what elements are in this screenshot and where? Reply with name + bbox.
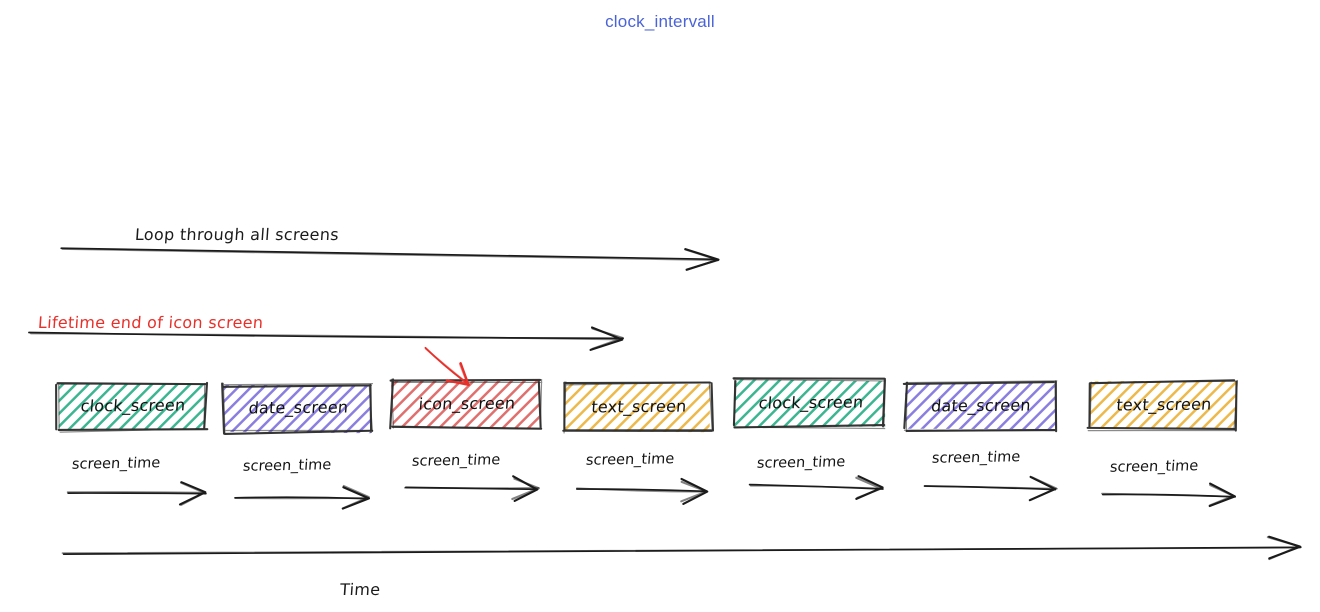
screen-box[interactable] — [55, 381, 209, 433]
time-axis-label: Time — [339, 580, 382, 599]
screen-time-label: screen_time — [1109, 458, 1199, 476]
screen-box[interactable] — [562, 381, 715, 434]
screen-box[interactable] — [732, 377, 887, 430]
screen-time-arrow — [403, 475, 540, 502]
screen-box-label: date_screen — [247, 396, 350, 418]
time-axis-arrow — [61, 535, 1302, 561]
screen-time-label: screen_time — [931, 449, 1021, 467]
screen-time-label: screen_time — [71, 455, 161, 473]
screen-box-label: icon_screen — [417, 392, 517, 414]
screen-box[interactable] — [221, 382, 374, 436]
page-title: clock_intervall — [605, 12, 715, 31]
arrows-group — [28, 247, 1302, 561]
screen-time-arrow — [748, 475, 884, 500]
screen-time-arrow — [1101, 482, 1237, 508]
screen-time-arrow — [923, 475, 1058, 502]
loop-annotation-label: Loop through all screens — [134, 225, 340, 244]
screen-time-label: screen_time — [585, 451, 675, 469]
icon-screen-pointer-arrow — [424, 346, 470, 387]
screen-time-arrow — [234, 484, 371, 510]
screen-box-label: text_screen — [590, 396, 688, 416]
lifetime-annotation-label: Lifetime end of icon screen — [37, 313, 265, 332]
screen-box-label: text_screen — [1115, 394, 1213, 414]
screen-time-label: screen_time — [242, 457, 332, 475]
screen-box[interactable] — [1086, 379, 1239, 432]
screen-box-label: clock_screen — [757, 391, 865, 413]
screen-box-label: date_screen — [930, 394, 1032, 416]
screen-time-arrow — [575, 477, 709, 505]
screen-box-label: clock_screen — [79, 394, 187, 416]
screen-time-label: screen_time — [756, 454, 846, 472]
lifetime-arrow — [28, 326, 624, 351]
screen-time-arrow — [66, 481, 207, 506]
screen-time-label: screen_time — [411, 452, 501, 470]
loop-arrow — [60, 247, 720, 271]
screen-box[interactable] — [902, 380, 1058, 433]
